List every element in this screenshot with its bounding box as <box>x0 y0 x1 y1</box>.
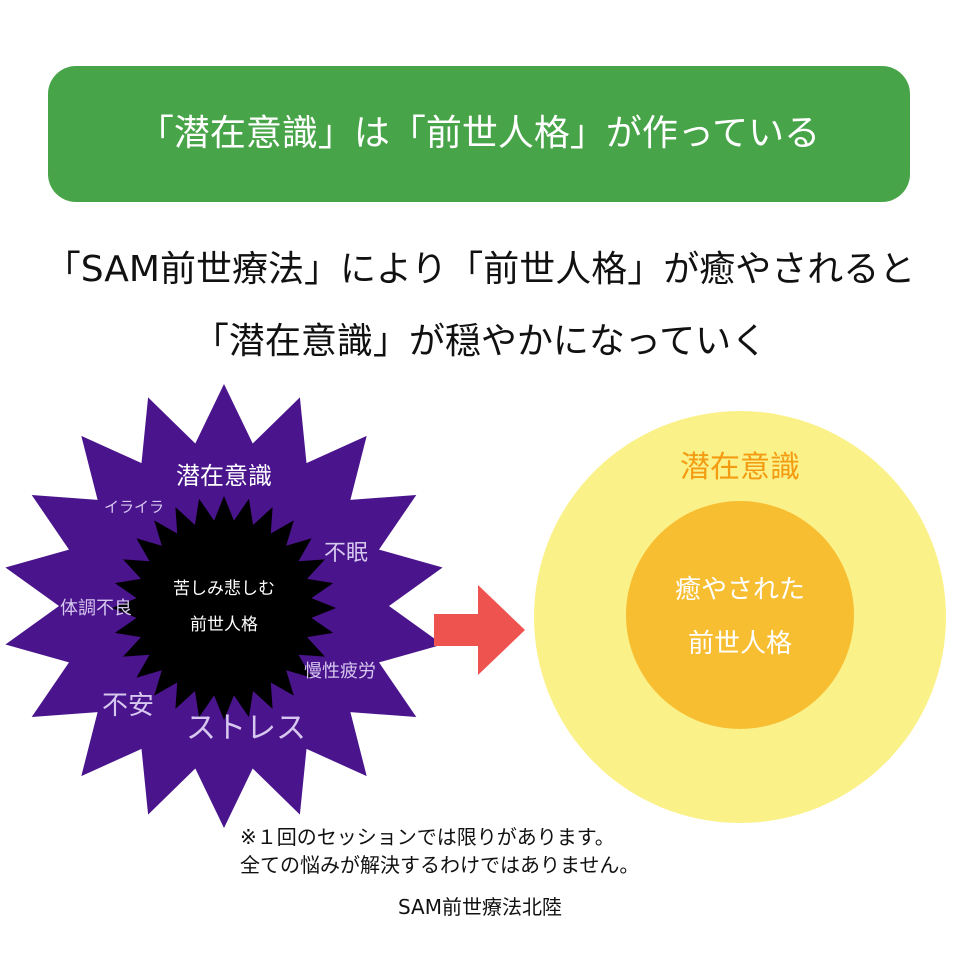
symptom-stress: ストレス <box>186 711 306 746</box>
symptom-irritation: イライラ <box>104 498 164 516</box>
symptom-insomnia: 不眠 <box>324 541 368 566</box>
before-personality-line2: 前世人格 <box>190 615 258 635</box>
healed-personality-circle <box>626 501 854 729</box>
after-personality-line1: 癒やされた <box>675 575 805 605</box>
subtitle-line-1: 「SAM前世療法」により「前世人格」が癒やされると <box>44 249 916 290</box>
before-subconscious-label: 潜在意識 <box>176 462 272 490</box>
suffering-personality-star <box>112 496 336 720</box>
symptom-anxiety: 不安 <box>102 691 154 721</box>
after-subconscious-label: 潜在意識 <box>680 450 800 485</box>
after-personality-line2: 前世人格 <box>688 629 792 659</box>
symptom-ill-health: 体調不良 <box>60 598 132 619</box>
disclaimer-line-1: ※１回のセッションでは限りがあります。 <box>240 825 615 849</box>
before-personality-line1: 苦しみ悲しむ <box>173 579 275 599</box>
symptom-chronic-fatigue: 慢性疲労 <box>304 661 376 682</box>
brand-name: SAM前世療法北陸 <box>397 895 562 919</box>
banner-title: 「潜在意識」は「前世人格」が作っている <box>137 113 821 154</box>
right-arrow-icon <box>434 585 525 675</box>
disclaimer-line-2: 全ての悩みが解決するわけではありません。 <box>240 853 640 877</box>
title-banner: 「潜在意識」は「前世人格」が作っている <box>48 66 910 202</box>
subtitle-line-2: 「潜在意識」が穏やかになっていく <box>192 321 768 362</box>
